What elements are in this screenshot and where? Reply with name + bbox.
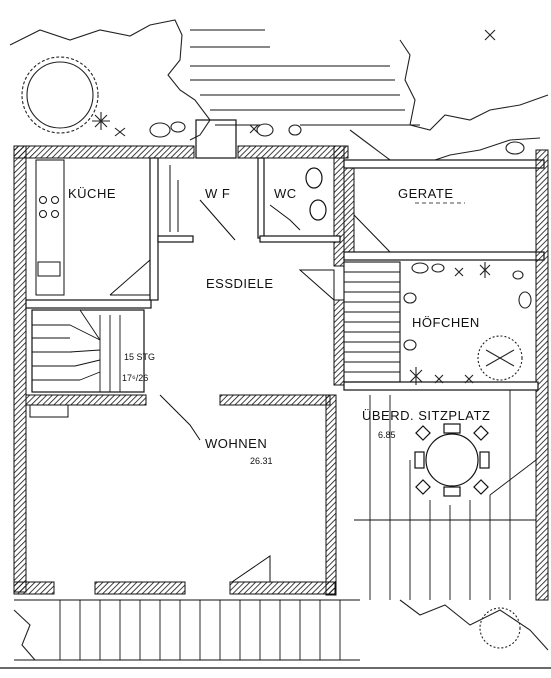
wohnen-area: 26.31 — [250, 456, 273, 466]
toilet-icon — [305, 167, 327, 221]
staircase: 15 STG 17⁶/26 — [31, 309, 155, 393]
wf-wc: W F WC — [169, 119, 327, 241]
room-label-geraete: GERATE — [398, 186, 454, 201]
shrub-icon — [477, 335, 523, 381]
wohnen: WOHNEN 26.31 — [29, 404, 273, 583]
stairs-ratio: 17⁶/26 — [122, 373, 148, 383]
hoefchen: HÖFCHEN — [343, 261, 532, 385]
terrace — [0, 599, 551, 669]
sitzplatz-area: 6.85 — [378, 430, 396, 440]
geraete: GERATE — [353, 186, 465, 253]
kitchen: KÜCHE — [35, 159, 151, 296]
room-label-kueche: KÜCHE — [68, 186, 116, 201]
top-garden — [9, 19, 549, 166]
building-walls — [13, 145, 549, 601]
bush-icon — [479, 607, 521, 649]
room-label-wohnen: WOHNEN — [205, 436, 267, 451]
room-label-hoefchen: HÖFCHEN — [412, 315, 480, 330]
room-label-essdiele: ESSDIELE — [206, 276, 274, 291]
room-label-wc: WC — [274, 186, 297, 201]
tree-icon — [21, 56, 99, 134]
sitzplatz: ÜBERD. SITZPLATZ 6.85 — [354, 390, 537, 600]
room-label-wf: W F — [205, 186, 230, 201]
room-label-sitzplatz: ÜBERD. SITZPLATZ — [362, 408, 490, 423]
essdiele: ESSDIELE — [159, 269, 335, 441]
table-icon — [414, 423, 490, 497]
stairs-count: 15 STG — [124, 352, 155, 362]
